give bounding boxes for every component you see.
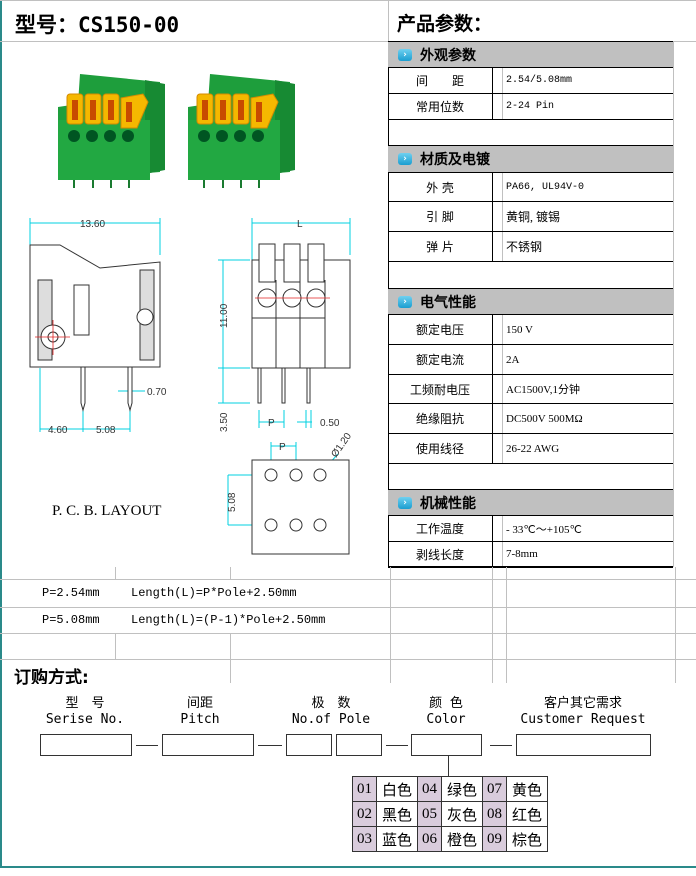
- color-box: [411, 734, 482, 756]
- dim-row-spacing: 5.08: [227, 492, 238, 512]
- customer-box: [516, 734, 651, 756]
- pole-box-1: [286, 734, 332, 756]
- arrow-icon: ›: [398, 295, 412, 308]
- formula-length-1: Length(L)=P*Pole+2.50mm: [131, 586, 297, 600]
- pole-box-2: [336, 734, 382, 756]
- series-box: [40, 734, 132, 756]
- product-photo: [58, 73, 296, 189]
- order-title: 订购方式:: [14, 668, 89, 688]
- dim-offset: 4.60: [48, 425, 68, 436]
- dim-pin-thickness: 0.50: [320, 418, 340, 429]
- section-header-appearance: ›外观参数: [388, 41, 673, 67]
- spec-row: 弹 片不锈钢: [388, 231, 673, 261]
- spec-row: 工作温度- 33℃～+105℃: [388, 515, 673, 541]
- dim-pin-width: 0.70: [147, 387, 167, 398]
- dim-pitch: P: [268, 418, 275, 429]
- dim-length: L: [297, 219, 303, 230]
- dim-pin-length: 3.50: [219, 412, 230, 432]
- arrow-icon: ›: [398, 48, 412, 61]
- formula-pitch-2: P=5.08mm: [42, 613, 100, 627]
- dim-pcb-pitch: P: [279, 442, 286, 453]
- section-header-electrical: ›电气性能: [388, 288, 673, 314]
- spec-row: 引 脚黄铜, 镀锡: [388, 201, 673, 231]
- model-number: CS150-00: [78, 13, 180, 37]
- formula-pitch-1: P=2.54mm: [42, 586, 100, 600]
- order-diagram: [30, 684, 655, 859]
- pcb-layout-label: P. C. B. LAYOUT: [52, 503, 161, 519]
- dim-height: 11.00: [219, 303, 230, 328]
- frame-left: [0, 0, 2, 868]
- model-title: 型号：CS150-00: [15, 9, 179, 39]
- section-header-material: ›材质及电镀: [388, 145, 673, 172]
- formula-length-2: Length(L)=(P-1)*Pole+2.50mm: [131, 613, 326, 627]
- model-label: 型号：: [15, 13, 78, 37]
- dim-width: 13.60: [80, 219, 105, 230]
- arrow-icon: ›: [398, 496, 412, 509]
- dim-pin-spacing: 5.08: [96, 425, 116, 436]
- params-title: 产品参数：: [397, 13, 493, 35]
- technical-drawing: 13.60 0.70 4.60 5.08 L 11.00 3.50 P 0.50…: [29, 218, 354, 555]
- arrow-icon: ›: [398, 153, 412, 165]
- section-header-mechanical: ›机械性能: [388, 489, 673, 515]
- dim-hole-diameter: Ø1.20: [329, 431, 354, 460]
- frame-bottom: [0, 866, 696, 868]
- pitch-box: [162, 734, 254, 756]
